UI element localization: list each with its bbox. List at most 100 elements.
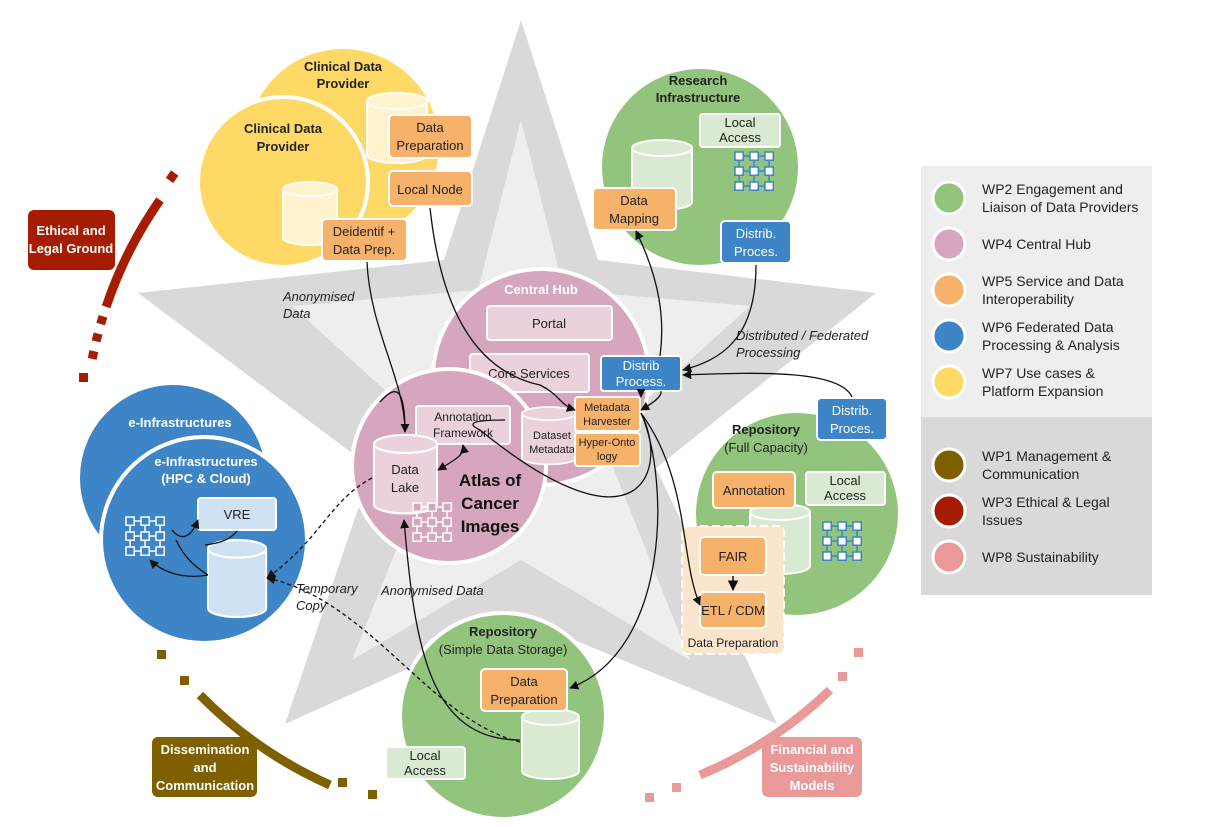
grid-node [155,546,165,556]
legend-swatch [931,493,967,529]
annotation-box: Annotation [712,471,796,509]
distrib-repo-box: Distrib.Proces. [816,397,888,441]
grid-node [442,532,452,542]
distrib-research-box: Distrib.Proces. [720,220,792,264]
grid-node [734,151,744,161]
grid-node [852,551,862,561]
grid-node [155,531,165,541]
annotation-label: Annotation [723,483,785,498]
deidentif-box: Deidentif +Data Prep. [321,218,408,262]
grid-node [125,531,135,541]
repository-simple: Repository (Simple Data Storage) [398,611,608,821]
grid-node [427,502,437,512]
vre-box: VRE [197,497,277,531]
grid-node [442,517,452,527]
legend-swatch [931,226,967,262]
data-prep-group-label: Data Preparation [688,636,779,650]
repo-full-sub: (Full Capacity) [724,440,808,455]
grid-node [837,551,847,561]
grid-node [155,516,165,526]
grid-node [749,151,759,161]
grid-node [412,517,422,527]
grid-node [427,532,437,542]
grid-node [822,551,832,561]
etl-cdm-label: ETL / CDM [701,603,765,618]
local-node-label: Local Node [397,182,463,197]
grid-node [412,532,422,542]
grid-node [764,151,774,161]
legend-label: WP1 Management &Communication [982,448,1112,482]
local-node-box: Local Node [388,170,473,207]
grid-node [822,536,832,546]
legend-swatch [931,272,967,308]
grid-node [140,516,150,526]
portal-label: Portal [532,316,566,331]
grid-node [749,181,759,191]
grid-node [442,502,452,512]
grid-node [852,521,862,531]
legend-label: WP4 Central Hub [982,236,1091,252]
connectors [149,207,853,743]
repo-full-title: Repository [732,422,801,437]
grid-node [734,181,744,191]
grid-node [822,521,832,531]
legend-label: WP8 Sustainability [982,549,1099,565]
grid-node [764,166,774,176]
legend-swatch [931,364,967,400]
grid-node [427,517,437,527]
grid-node [837,536,847,546]
grid-node [764,181,774,191]
dissemination-arc [157,650,377,799]
anonymised-data-bottom: Anonymised Data [380,583,484,598]
ethical-arc [79,170,179,382]
grid-node [749,166,759,176]
distrib-research-label: Distrib.Proces. [734,226,778,259]
grid-node [125,516,135,526]
central-hub-title: Central Hub [504,282,578,297]
repo-simple-title: Repository [469,624,538,639]
node-grid-icon [822,521,862,561]
einfra-front-title: e-Infrastructures(HPC & Cloud) [154,454,257,486]
grid-node [140,546,150,556]
distrib-repo-label: Distrib.Proces. [830,403,874,436]
vre-label: VRE [224,507,251,522]
node-grid-icon [412,502,452,542]
grid-node [837,521,847,531]
legend-swatch [931,539,967,575]
portal-box: Portal [486,305,613,341]
legend-swatch [931,318,967,354]
core-services-label: Core Services [488,366,570,381]
